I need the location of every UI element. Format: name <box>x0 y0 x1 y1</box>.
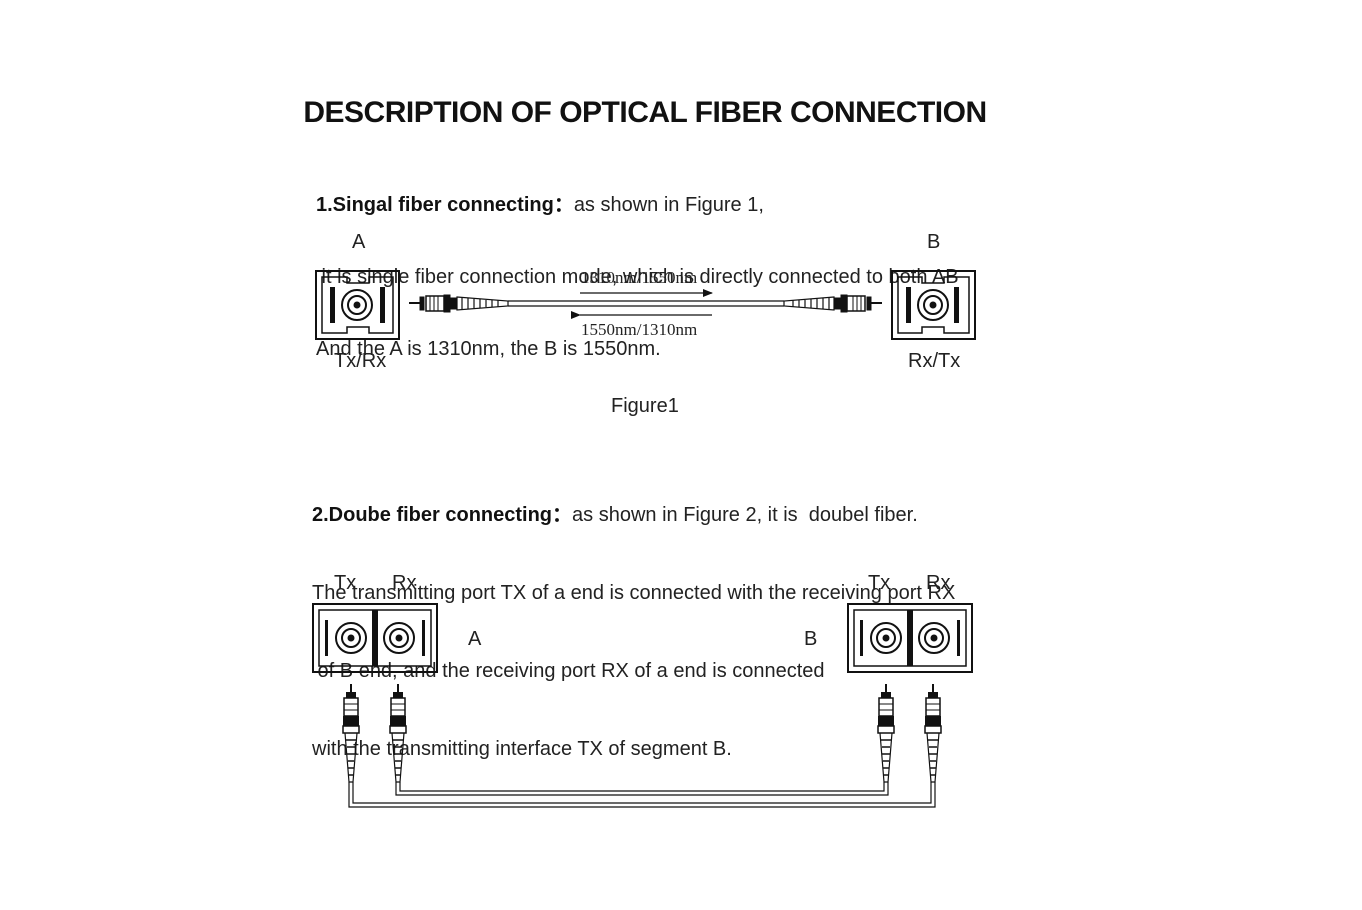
section-2-heading: 2.Doube fiber connecting： <box>312 504 573 526</box>
b-rx-fiber-connector <box>924 683 942 783</box>
figure1-port-a-label: Tx/Rx <box>334 350 387 372</box>
a-tx-fiber-connector <box>342 683 360 783</box>
port-a-duplex-adapter <box>312 603 438 673</box>
left-fiber-connector <box>409 294 509 313</box>
b-tx-fiber-connector <box>877 683 895 783</box>
figure1-caption: Figure1 <box>611 395 679 417</box>
forward-wavelength-label: 1310nm/1550nm <box>581 268 698 287</box>
port-a-single-adapter <box>315 270 400 340</box>
outer-fiber-cable <box>348 782 936 808</box>
right-fiber-connector <box>783 294 882 313</box>
section-2-line-2: The transmitting port TX of a end is con… <box>312 582 956 604</box>
a-rx-fiber-connector <box>389 683 407 783</box>
figure2-label-b: B <box>804 628 818 650</box>
figure2-a-rx-label: Rx <box>392 572 417 594</box>
section-2-line-1: 2.Doube fiber connecting：as shown in Fig… <box>312 502 955 528</box>
section-1-text: 1.Singal fiber connecting：as shown in Fi… <box>316 145 959 385</box>
figure1-label-a: A <box>352 231 366 253</box>
section-1-heading: 1.Singal fiber connecting： <box>316 194 574 216</box>
figure2-label-a: A <box>468 628 482 650</box>
backward-wavelength-label: 1550nm/1310nm <box>581 320 698 339</box>
single-fiber-cable <box>508 300 784 307</box>
section-1-line-3: And the A is 1310nm, the B is 1550nm. <box>316 338 661 360</box>
figure1-label-b: B <box>927 231 941 253</box>
section-1-heading-tail: as shown in Figure 1, <box>573 194 764 216</box>
inner-fiber-cable <box>395 782 889 796</box>
port-b-duplex-adapter <box>847 603 973 673</box>
figure2-b-tx-label: Tx <box>868 572 891 594</box>
figure2-a-tx-label: Tx <box>334 572 357 594</box>
section-1-line-1: 1.Singal fiber connecting：as shown in Fi… <box>316 193 959 217</box>
section-2-heading-tail: as shown in Figure 2, it is doubel fiber… <box>572 504 918 526</box>
port-b-single-adapter <box>891 270 976 340</box>
figure1-port-b-label: Rx/Tx <box>908 350 961 372</box>
figure2-b-rx-label: Rx <box>926 572 951 594</box>
section-2-line-4: with the transmitting interface TX of se… <box>312 738 732 760</box>
section-2-text: 2.Doube fiber connecting：as shown in Fig… <box>312 450 955 788</box>
page-title: DESCRIPTION OF OPTICAL FIBER CONNECTION <box>303 96 987 129</box>
